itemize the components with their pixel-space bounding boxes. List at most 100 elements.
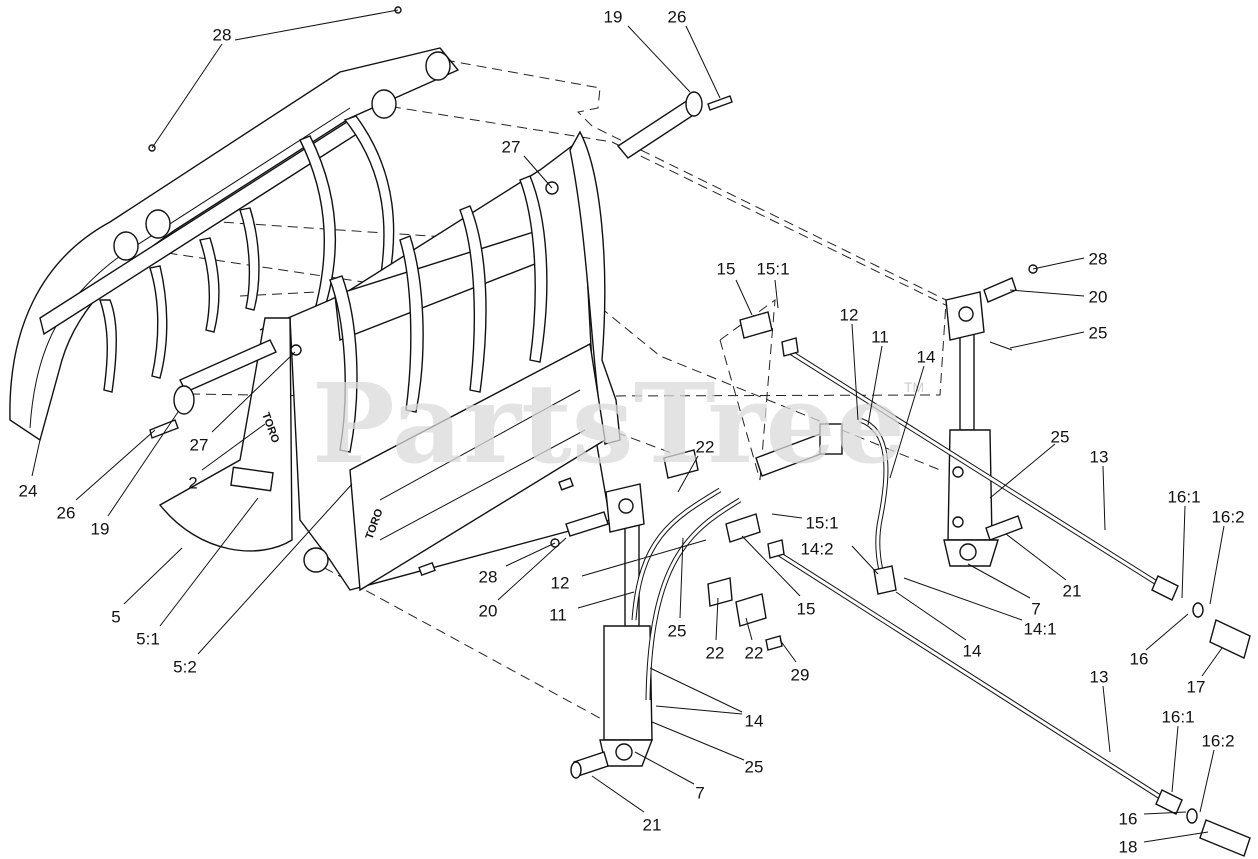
callout-16-2: 16:2 [1201,731,1234,750]
leader-line-11 [867,345,883,426]
callout-26: 26 [668,7,687,26]
leader-line-26 [685,25,721,99]
grapple-frame [9,6,460,442]
watermark: PartsTree TM [312,359,924,488]
callout-17: 17 [1187,677,1206,696]
leader-line-14-2 [851,545,879,575]
callout-26: 26 [57,503,76,522]
leader-line-14 [889,365,925,479]
callout-15: 15 [797,599,816,618]
callout-28: 28 [1089,249,1108,268]
bucket-body: TORO [259,130,621,592]
left-pivot-assembly: TORO [149,317,302,552]
callout-5: 5 [111,607,120,626]
callout-2: 2 [188,473,197,492]
leader-line-16-1 [1181,505,1186,599]
leader-line-16 [1145,613,1189,651]
callout-27: 27 [190,435,209,454]
leader-line-20 [1009,289,1085,297]
leader-line-17 [1201,647,1223,677]
callout-13: 13 [1090,667,1109,686]
leader-line-27 [523,155,553,189]
callout-21: 21 [643,815,662,834]
callout-5-1: 5:1 [136,629,160,648]
callout-12: 12 [840,305,859,324]
callout-14: 14 [745,711,764,730]
leader-line-28 [505,542,556,567]
leader-line-24 [31,439,41,477]
callout-28: 28 [479,567,498,586]
leader-line-27 [211,351,296,433]
callout-24: 24 [19,481,38,500]
callout-16: 16 [1119,809,1138,828]
callout-25: 25 [1051,427,1070,446]
callout-7: 7 [1031,599,1040,618]
callout-14: 14 [917,347,936,366]
leader-line-19 [627,25,691,93]
callout-22: 22 [706,643,725,662]
leader-line-5-2 [197,483,353,655]
callout-11: 11 [549,605,567,624]
watermark-text: PartsTree [312,359,906,488]
leader-line-25 [651,721,745,761]
callout-21: 21 [1063,581,1082,600]
leader-line-14-1 [903,577,1023,621]
leader-line-11 [577,591,635,609]
leader-line-13 [1102,465,1106,531]
leader-line-22 [715,597,719,641]
callout-7: 7 [695,783,704,802]
callout-22: 22 [696,437,715,456]
leader-line-15 [735,279,753,316]
callout-27: 27 [502,137,521,156]
leader-line-22 [677,455,699,493]
callout-16-2: 16:2 [1211,507,1244,526]
leader-line-29 [779,639,797,663]
callout-14-2: 14:2 [800,539,833,558]
leader-line-28 [234,9,399,41]
callout-15-1: 15:1 [805,513,838,532]
callout-14: 14 [963,641,982,660]
watermark-trademark: TM [904,379,924,395]
callout-16: 16 [1130,649,1149,668]
leader-line-15 [741,535,801,597]
callout-5-2: 5:2 [173,657,197,676]
leader-line-25 [1009,331,1085,349]
callout-29: 29 [791,665,810,684]
leader-line-16-1 [1171,725,1179,793]
leader-line-14 [655,705,743,715]
leader-line-7 [634,751,695,785]
leader-line-21 [591,775,645,813]
callout-25: 25 [1089,323,1108,342]
leader-line-5-1 [159,497,259,627]
leader-line-26 [75,429,156,501]
leader-line-18 [1143,831,1209,843]
leader-line-15-1 [771,513,803,519]
callout-12: 12 [551,573,570,592]
leader-line-20 [497,537,567,601]
leader-line-5 [123,547,183,605]
callout-15-1: 15:1 [756,259,789,278]
callout-20: 20 [1089,287,1108,306]
callout-25: 25 [668,621,687,640]
callout-19: 19 [91,519,110,538]
leader-line-16-2 [1199,749,1215,813]
leader-line-28 [1032,257,1085,270]
leader-line-16 [1143,811,1187,815]
callout-19: 19 [604,7,623,26]
callout-22: 22 [745,643,764,662]
callout-13: 13 [1090,447,1109,466]
leader-line-25 [679,537,684,619]
leader-line-12 [581,539,707,577]
leader-line-12 [851,323,859,421]
callout-16-1: 16:1 [1167,487,1200,506]
callout-16-1: 16:1 [1161,707,1194,726]
callout-28: 28 [213,25,232,44]
callout-25: 25 [745,757,764,776]
leader-line-7 [967,563,1031,599]
left-cylinder [550,483,654,779]
leader-line-22 [745,617,753,641]
leader-line-13 [1102,685,1111,753]
callout-14-1: 14:1 [1023,619,1056,638]
